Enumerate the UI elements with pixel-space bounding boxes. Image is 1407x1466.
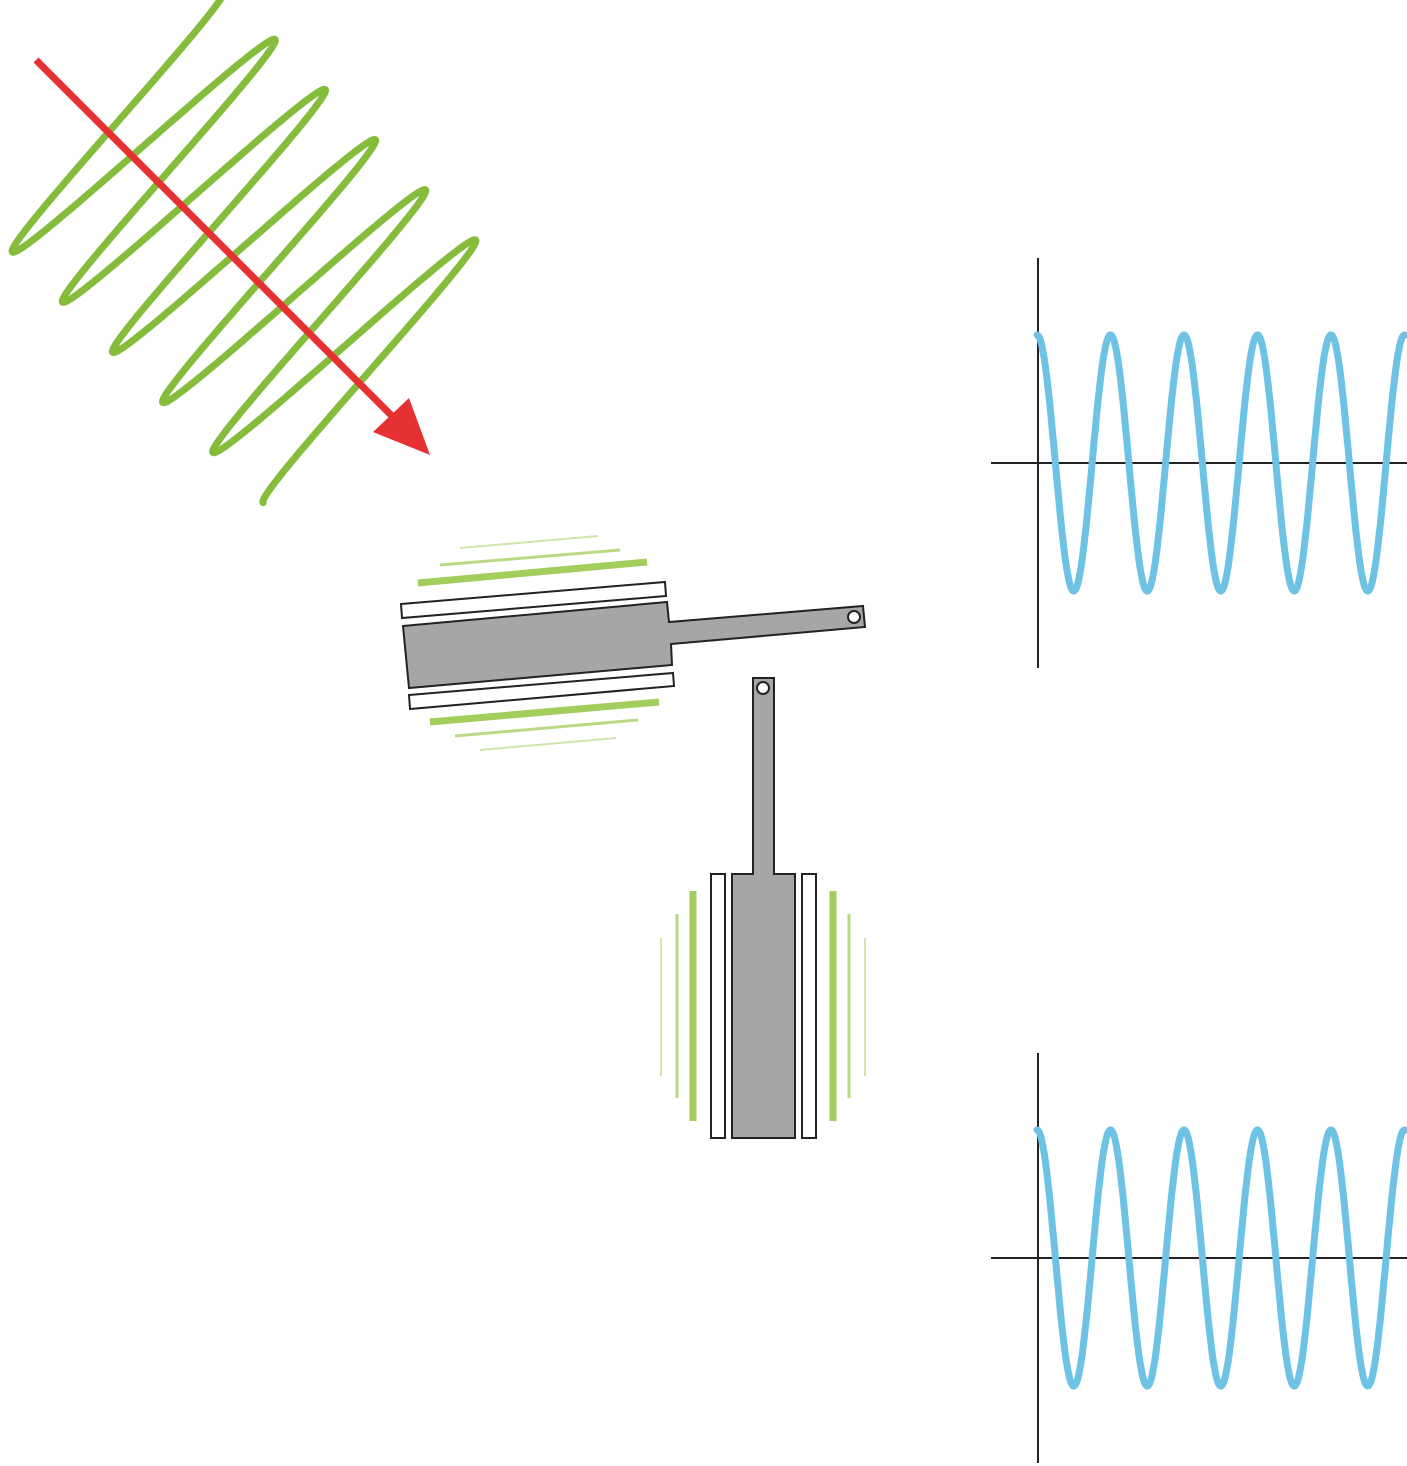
field-line bbox=[454, 718, 639, 738]
antenna-plate bbox=[407, 671, 676, 711]
lower-signal-plot bbox=[991, 1053, 1407, 1463]
field-line bbox=[439, 548, 621, 567]
signal-curve bbox=[1033, 1126, 1407, 1390]
antenna-plate bbox=[710, 873, 726, 1139]
field-line bbox=[459, 535, 599, 549]
antenna-connector bbox=[756, 681, 770, 695]
incident-wave bbox=[8, 0, 480, 507]
signal-curve bbox=[1033, 331, 1407, 595]
tilted-antenna bbox=[399, 535, 867, 751]
antenna-plate bbox=[801, 873, 817, 1139]
field-line bbox=[479, 737, 617, 751]
propagation-arrow bbox=[33, 57, 430, 455]
tilted-antenna-field-lines bbox=[417, 535, 660, 751]
vertical-antenna-field-lines bbox=[660, 891, 866, 1121]
field-line bbox=[429, 698, 660, 726]
vertical-antenna bbox=[660, 677, 866, 1139]
upper-signal-plot bbox=[991, 258, 1407, 668]
antenna-connector bbox=[847, 610, 861, 624]
arrow-down-right-icon bbox=[373, 398, 430, 455]
arrow-shaft bbox=[33, 57, 395, 419]
antenna-icon bbox=[731, 677, 796, 1139]
zigzag-wave-icon bbox=[8, 0, 480, 507]
antenna-plate bbox=[399, 580, 668, 620]
antenna-icon bbox=[401, 600, 867, 690]
field-line bbox=[417, 558, 648, 587]
